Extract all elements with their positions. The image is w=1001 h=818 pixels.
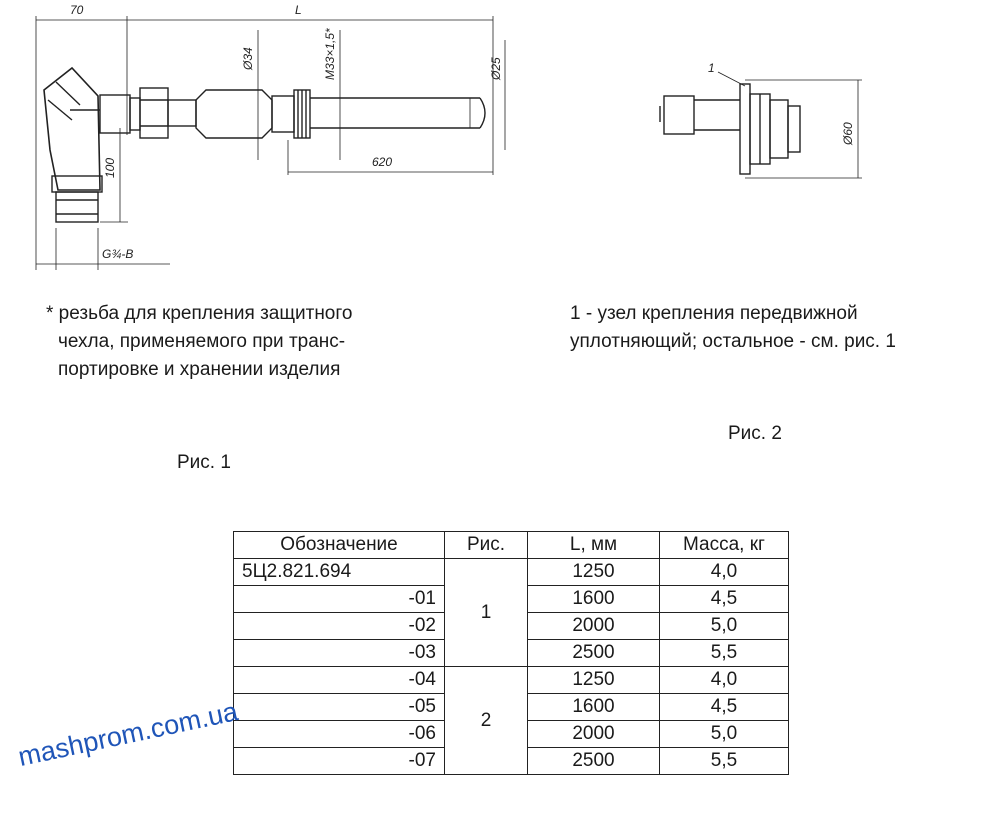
cell-designation: -06	[233, 720, 445, 748]
table-row: -07 2500 5,5	[233, 747, 789, 775]
cell-designation: -04	[233, 666, 445, 694]
dim-thread: M33×1,5*	[323, 28, 337, 80]
note-fig1-line: чехла, применяемого при транс-	[58, 331, 346, 352]
note-fig2: 1 - узел крепления передвижной уплотняющ…	[570, 300, 896, 356]
drawing-fig1	[35, 16, 506, 270]
cell-length: 1250	[527, 666, 660, 694]
dim-L: L	[295, 3, 302, 17]
header-length: L, мм	[527, 531, 660, 559]
drawing-fig1-dimensions: 70 L Ø34 M33×1,5* Ø25 620 100 G¾-B	[70, 3, 503, 261]
cell-designation: -05	[233, 693, 445, 721]
cell-mass: 5,5	[659, 639, 789, 667]
cell-designation: -03	[233, 639, 445, 667]
caption-fig2: Рис. 2	[728, 423, 782, 444]
cell-mass: 5,0	[659, 720, 789, 748]
table-row: -05 1600 4,5	[233, 693, 789, 721]
drawing-fig2	[659, 71, 862, 179]
cell-length: 2500	[527, 747, 660, 775]
table-row: -04 2 1250 4,0	[233, 666, 789, 775]
cell-mass: 5,5	[659, 747, 789, 775]
spec-table: Обозначение Рис. L, мм Масса, кг 5Ц2.821…	[233, 531, 789, 775]
note-fig1-line: * резьба для крепления защитного	[46, 303, 353, 324]
note-fig2-line: 1 - узел крепления передвижной	[570, 303, 858, 324]
cell-mass: 4,5	[659, 693, 789, 721]
cell-mass: 4,0	[659, 558, 789, 586]
drawing-fig2-labels: 1 Ø60	[708, 61, 855, 146]
cell-mass: 5,0	[659, 612, 789, 640]
note-fig1-line: портировке и хранении изделия	[58, 359, 341, 380]
note-fig2-line: уплотняющий; остальное - см. рис. 1	[570, 331, 896, 352]
dim-70: 70	[70, 3, 84, 17]
cell-length: 2000	[527, 720, 660, 748]
cell-length: 1600	[527, 693, 660, 721]
cell-mass: 4,5	[659, 585, 789, 613]
table-header-row: Обозначение Рис. L, мм Масса, кг	[233, 531, 789, 559]
callout-1: 1	[708, 61, 715, 75]
cell-designation: -02	[233, 612, 445, 640]
cell-designation: 5Ц2.821.694	[233, 558, 445, 586]
cell-designation: -01	[233, 585, 445, 613]
header-designation: Обозначение	[233, 531, 445, 559]
dim-620: 620	[372, 155, 392, 169]
caption-fig1: Рис. 1	[177, 452, 231, 473]
cell-length: 2000	[527, 612, 660, 640]
table-row: -02 2000 5,0	[233, 612, 789, 640]
header-fig: Рис.	[444, 531, 528, 559]
cell-fig: 2	[444, 666, 528, 775]
dim-100: 100	[103, 158, 117, 178]
header-mass: Масса, кг	[659, 531, 789, 559]
cell-mass: 4,0	[659, 666, 789, 694]
note-fig1: * резьба для крепления защитного чехла, …	[46, 300, 352, 384]
cell-designation: -07	[233, 747, 445, 775]
cell-fig: 1	[444, 558, 528, 667]
dim-d25: Ø25	[489, 57, 503, 81]
table-row: 5Ц2.821.694 1 1250 4,0	[233, 558, 789, 667]
dim-d34: Ø34	[241, 47, 255, 71]
cell-length: 2500	[527, 639, 660, 667]
technical-drawing: 70 L Ø34 M33×1,5* Ø25 620 100 G¾-B 1 Ø60	[35, 3, 862, 270]
table-row: -01 1600 4,5	[233, 585, 789, 613]
watermark: mashprom.com.ua	[15, 696, 241, 773]
cell-length: 1250	[527, 558, 660, 586]
dim-d60: Ø60	[841, 122, 855, 146]
dim-g-thread: G¾-B	[102, 247, 133, 261]
cell-length: 1600	[527, 585, 660, 613]
